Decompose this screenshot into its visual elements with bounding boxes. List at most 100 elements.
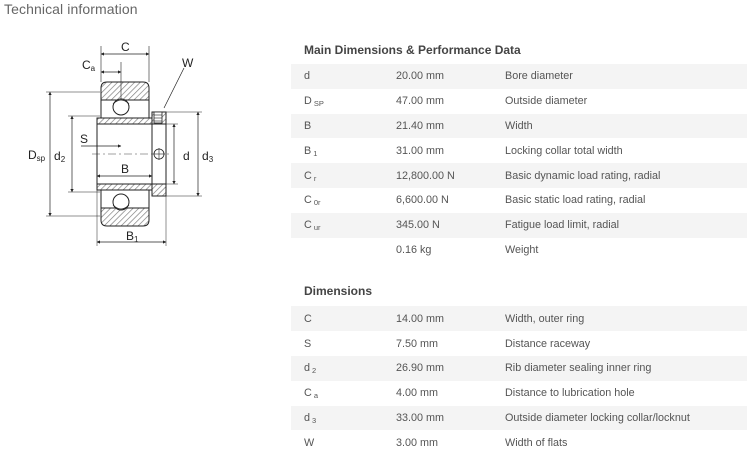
symbol-cell: W — [291, 437, 382, 449]
symbol-text: C — [304, 387, 312, 400]
value-cell: 14.00 mm — [396, 312, 445, 325]
symbol-cell: B — [291, 120, 382, 132]
symbol-subscript: 1 — [313, 148, 318, 158]
outer-ring-top — [100, 81, 150, 101]
symbol-subscript: 2 — [312, 366, 317, 376]
value-cell: 20.00 mm — [396, 70, 445, 83]
symbol-text: C — [304, 312, 312, 325]
inner-ring-top — [96, 117, 153, 125]
symbol-text: C — [304, 169, 312, 182]
symbol-cell — [291, 244, 382, 256]
symbol-text: B — [304, 119, 312, 132]
value-cell: 26.90 mm — [396, 362, 445, 375]
description-cell: Outside diameter locking collar/locknut — [505, 411, 690, 424]
leader-w — [163, 67, 185, 109]
symbol-subscript: r — [313, 173, 317, 183]
symbol-subscript: a — [313, 391, 318, 401]
value-cell: 345.00 N — [396, 219, 440, 232]
main-dimensions-title: Main Dimensions & Performance Data — [304, 43, 521, 57]
value-cell: 33.00 mm — [396, 411, 445, 424]
description-cell: Weight — [505, 243, 539, 256]
symbol-subscript: ur — [313, 223, 321, 233]
description-cell: Locking collar total width — [505, 144, 623, 157]
symbol-text: C — [304, 219, 312, 232]
description-cell: Basic static load rating, radial — [505, 194, 646, 207]
value-cell: 3.00 mm — [396, 436, 439, 449]
bearing-cross-section-drawing: C Ca W S Dsp d2 B d d3 B1 — [28, 40, 214, 246]
description-cell: Distance raceway — [505, 337, 591, 350]
label-ca: Ca — [82, 58, 96, 73]
value-cell: 6,600.00 N — [396, 194, 449, 207]
grub-screw-top — [153, 111, 163, 124]
table-row: C 14.00 mm Width, outer ring — [291, 306, 747, 332]
value-cell: 21.40 mm — [396, 119, 445, 132]
description-cell: Width, outer ring — [505, 312, 585, 325]
description-cell: Fatigue load limit, radial — [505, 219, 620, 232]
dimensions-table: C 14.00 mm Width, outer ring S 7.50 mm D… — [291, 306, 747, 456]
dimensions-title: Dimensions — [304, 284, 373, 299]
description-cell: Width — [505, 119, 533, 132]
label-b: B — [121, 162, 129, 176]
description-cell: Basic dynamic load rating, radial — [505, 169, 661, 182]
ball-bottom — [112, 193, 130, 211]
label-c: C — [121, 40, 130, 54]
symbol-text: C — [304, 194, 312, 207]
description-cell: Rib diameter sealing inner ring — [505, 362, 652, 375]
value-cell: 4.00 mm — [396, 387, 439, 400]
symbol-text: W — [304, 436, 315, 449]
label-d3: d3 — [202, 149, 214, 164]
table-row: B 21.40 mm Width — [291, 113, 747, 139]
value-cell: 12,800.00 N — [396, 169, 455, 182]
symbol-text: d — [304, 70, 311, 83]
description-cell: Outside diameter — [505, 95, 588, 108]
description-cell: Width of flats — [505, 436, 568, 449]
page-title: Technical information — [4, 1, 138, 17]
locking-collar-bottom — [151, 183, 167, 197]
table-row: S 7.50 mm Distance raceway — [291, 331, 747, 356]
symbol-text: S — [304, 337, 312, 350]
label-b1: B1 — [126, 229, 139, 244]
label-d2: d2 — [54, 149, 66, 164]
label-dsp: Dsp — [28, 148, 46, 163]
data-tables: Main Dimensions & Performance Data d 20.… — [291, 36, 747, 456]
value-cell: 31.00 mm — [396, 144, 445, 157]
symbol-text: d — [304, 362, 311, 375]
value-cell: 47.00 mm — [396, 95, 445, 108]
table-row: 0.16 kg Weight — [291, 237, 747, 263]
description-cell: Distance to lubrication hole — [505, 387, 635, 400]
symbol-subscript: 3 — [312, 415, 317, 425]
description-cell: Bore diameter — [505, 70, 573, 83]
symbol-cell: d — [291, 70, 382, 82]
ball-top — [112, 98, 130, 116]
symbol-cell: S — [291, 338, 382, 350]
symbol-text: B — [304, 144, 312, 157]
symbol-text: D — [304, 95, 312, 108]
label-s: S — [80, 132, 88, 146]
value-cell: 0.16 kg — [396, 243, 432, 256]
symbol-subscript: SP — [313, 99, 324, 109]
value-cell: 7.50 mm — [396, 337, 439, 350]
symbol-text: d — [304, 411, 311, 424]
label-w: W — [182, 56, 194, 70]
inner-ring-bottom — [96, 183, 153, 191]
label-d: d — [183, 149, 190, 163]
symbol-subscript: 0r — [313, 198, 321, 208]
symbol-cell: C — [291, 313, 382, 325]
outer-ring-bottom — [100, 207, 150, 227]
